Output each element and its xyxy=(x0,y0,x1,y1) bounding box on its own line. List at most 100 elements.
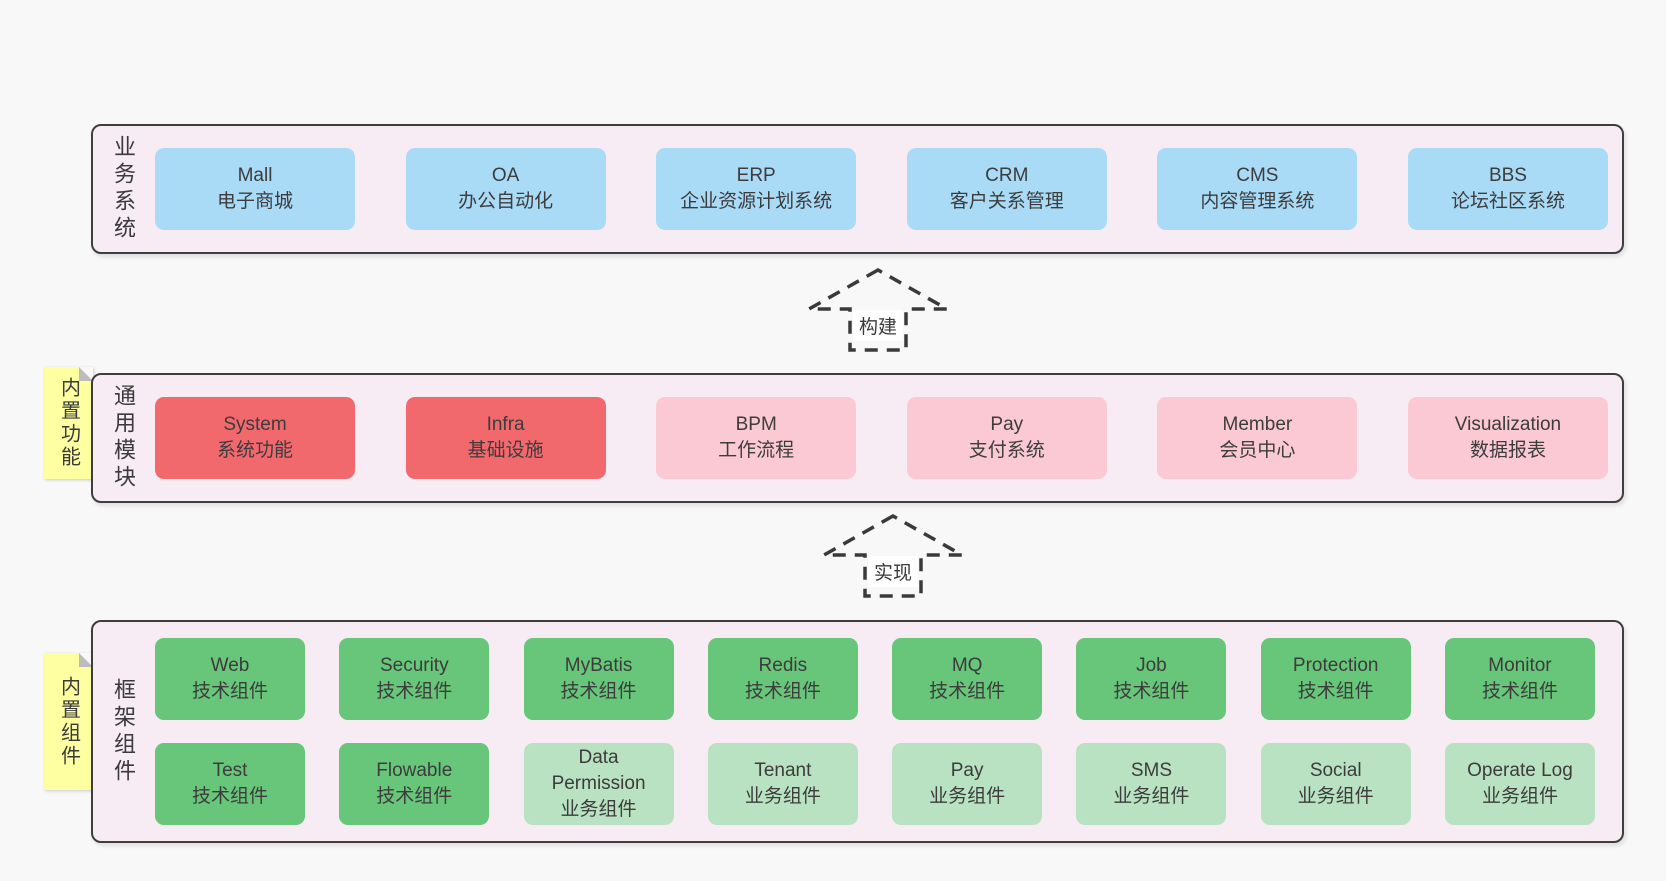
box-title: BBS xyxy=(1488,165,1527,186)
box-title: Operate Log xyxy=(1467,760,1573,781)
box-mq: MQ 技术组件 xyxy=(892,638,1043,720)
box-subtitle: 业务组件 xyxy=(560,799,637,820)
box-subtitle: 系统功能 xyxy=(216,440,293,461)
box-crm: CRM 客户关系管理 xyxy=(906,148,1107,230)
arrow-up-icon xyxy=(818,513,968,598)
box-title: SMS xyxy=(1130,760,1172,781)
box-mybatis: MyBatis 技术组件 xyxy=(523,638,674,720)
box-erp: ERP 企业资源计划系统 xyxy=(656,148,857,230)
box-title: Monitor xyxy=(1488,655,1552,676)
box-subtitle: 业务组件 xyxy=(1481,786,1558,807)
box-title: Pay xyxy=(950,760,984,781)
box-test: Test 技术组件 xyxy=(155,743,305,825)
box-subtitle: 技术组件 xyxy=(929,681,1006,702)
arrow-build-label: 构建 xyxy=(852,310,904,341)
box-infra: Infra 基础设施 xyxy=(405,397,606,479)
box-subtitle: 业务组件 xyxy=(1297,786,1374,807)
box-title: Tenant xyxy=(754,760,812,781)
box-title: OA xyxy=(491,165,520,186)
box-title: ERP xyxy=(736,165,776,186)
layer-common-modules-label: 通用模块 xyxy=(111,384,136,492)
box-title: Flowable xyxy=(376,760,453,781)
business-systems-row: Mall 电子商城 OA 办公自动化 ERP 企业资源计划系统 CRM 客户关系… xyxy=(155,148,1608,230)
box-data-permission: Data Permission 业务组件 xyxy=(523,743,674,825)
box-subtitle: 办公自动化 xyxy=(458,191,554,212)
arrow-implement-label: 实现 xyxy=(867,556,919,587)
box-title: Pay xyxy=(990,414,1024,435)
layer-business-systems: 业务系统 Mall 电子商城 OA 办公自动化 ERP 企业资源计划系统 CRM… xyxy=(91,124,1624,254)
box-subtitle: 企业资源计划系统 xyxy=(680,191,833,212)
box-subtitle: 客户关系管理 xyxy=(949,191,1064,212)
box-title: Web xyxy=(210,655,250,676)
box-title: CRM xyxy=(985,165,1029,186)
box-title: Infra xyxy=(486,414,525,435)
box-flowable: Flowable 技术组件 xyxy=(339,743,490,825)
box-title: Data Permission xyxy=(551,747,646,794)
box-title: Job xyxy=(1136,655,1167,676)
box-title: Protection xyxy=(1292,655,1379,676)
box-oa: OA 办公自动化 xyxy=(405,148,606,230)
box-subtitle: 技术组件 xyxy=(1481,681,1558,702)
box-pay-module: Pay 支付系统 xyxy=(906,397,1107,479)
box-subtitle: 技术组件 xyxy=(1113,681,1190,702)
box-subtitle: 电子商城 xyxy=(216,191,293,212)
box-social: Social 业务组件 xyxy=(1260,743,1411,825)
box-subtitle: 技术组件 xyxy=(376,681,453,702)
box-bpm: BPM 工作流程 xyxy=(656,397,857,479)
sticky-note-text: 内置功能 xyxy=(57,377,80,469)
layer-framework-components-label: 框架组件 xyxy=(111,677,136,786)
box-subtitle: 数据报表 xyxy=(1469,440,1546,461)
box-tenant: Tenant 业务组件 xyxy=(707,743,858,825)
layer-framework-components: 框架组件 Web 技术组件 Security 技术组件 MyBatis 技术组件… xyxy=(91,620,1624,843)
arrow-implement: 实现 xyxy=(818,512,968,600)
box-visualization: Visualization 数据报表 xyxy=(1407,397,1608,479)
box-title: MQ xyxy=(951,655,983,676)
sticky-note-text: 内置组件 xyxy=(57,675,80,768)
box-title: BPM xyxy=(735,414,777,435)
box-web: Web 技术组件 xyxy=(155,638,305,720)
box-subtitle: 技术组件 xyxy=(1297,681,1374,702)
sticky-note-built-in-components: 内置组件 xyxy=(44,653,93,790)
box-subtitle: 工作流程 xyxy=(718,440,795,461)
box-subtitle: 基础设施 xyxy=(467,440,544,461)
box-title: Redis xyxy=(758,655,808,676)
box-subtitle: 会员中心 xyxy=(1219,440,1296,461)
box-mall: Mall 电子商城 xyxy=(155,148,355,230)
box-redis: Redis 技术组件 xyxy=(707,638,858,720)
framework-components-row-2: Test 技术组件 Flowable 技术组件 Data Permission … xyxy=(155,743,1595,825)
framework-components-row-container: Web 技术组件 Security 技术组件 MyBatis 技术组件 Redi… xyxy=(155,622,1608,841)
box-title: MyBatis xyxy=(564,655,633,676)
common-modules-row-container: System 系统功能 Infra 基础设施 BPM 工作流程 Pay 支付系统… xyxy=(155,375,1608,501)
box-security: Security 技术组件 xyxy=(339,638,490,720)
box-operate-log: Operate Log 业务组件 xyxy=(1444,743,1595,825)
box-title: System xyxy=(223,414,287,435)
box-subtitle: 业务组件 xyxy=(929,786,1006,807)
box-subtitle: 支付系统 xyxy=(968,440,1045,461)
box-subtitle: 技术组件 xyxy=(744,681,821,702)
layer-business-systems-label: 业务系统 xyxy=(111,135,136,243)
box-protection: Protection 技术组件 xyxy=(1260,638,1411,720)
box-title: Member xyxy=(1222,414,1293,435)
box-cms: CMS 内容管理系统 xyxy=(1157,148,1358,230)
box-sms: SMS 业务组件 xyxy=(1076,743,1227,825)
box-monitor: Monitor 技术组件 xyxy=(1444,638,1595,720)
arrow-up-icon xyxy=(803,267,953,352)
box-subtitle: 内容管理系统 xyxy=(1200,191,1315,212)
box-system: System 系统功能 xyxy=(155,397,355,479)
box-bbs: BBS 论坛社区系统 xyxy=(1407,148,1608,230)
box-job: Job 技术组件 xyxy=(1076,638,1227,720)
box-pay-component: Pay 业务组件 xyxy=(892,743,1043,825)
box-title: Mall xyxy=(237,165,273,186)
box-subtitle: 技术组件 xyxy=(560,681,637,702)
common-modules-row: System 系统功能 Infra 基础设施 BPM 工作流程 Pay 支付系统… xyxy=(155,397,1608,479)
layer-common-modules: 通用模块 System 系统功能 Infra 基础设施 BPM 工作流程 Pay… xyxy=(91,373,1624,503)
arrow-build: 构建 xyxy=(803,266,953,354)
box-subtitle: 论坛社区系统 xyxy=(1450,191,1565,212)
framework-components-row-1: Web 技术组件 Security 技术组件 MyBatis 技术组件 Redi… xyxy=(155,638,1595,720)
box-title: CMS xyxy=(1236,165,1279,186)
box-title: Security xyxy=(379,655,449,676)
box-subtitle: 业务组件 xyxy=(744,786,821,807)
box-subtitle: 业务组件 xyxy=(1113,786,1190,807)
box-title: Test xyxy=(212,760,248,781)
